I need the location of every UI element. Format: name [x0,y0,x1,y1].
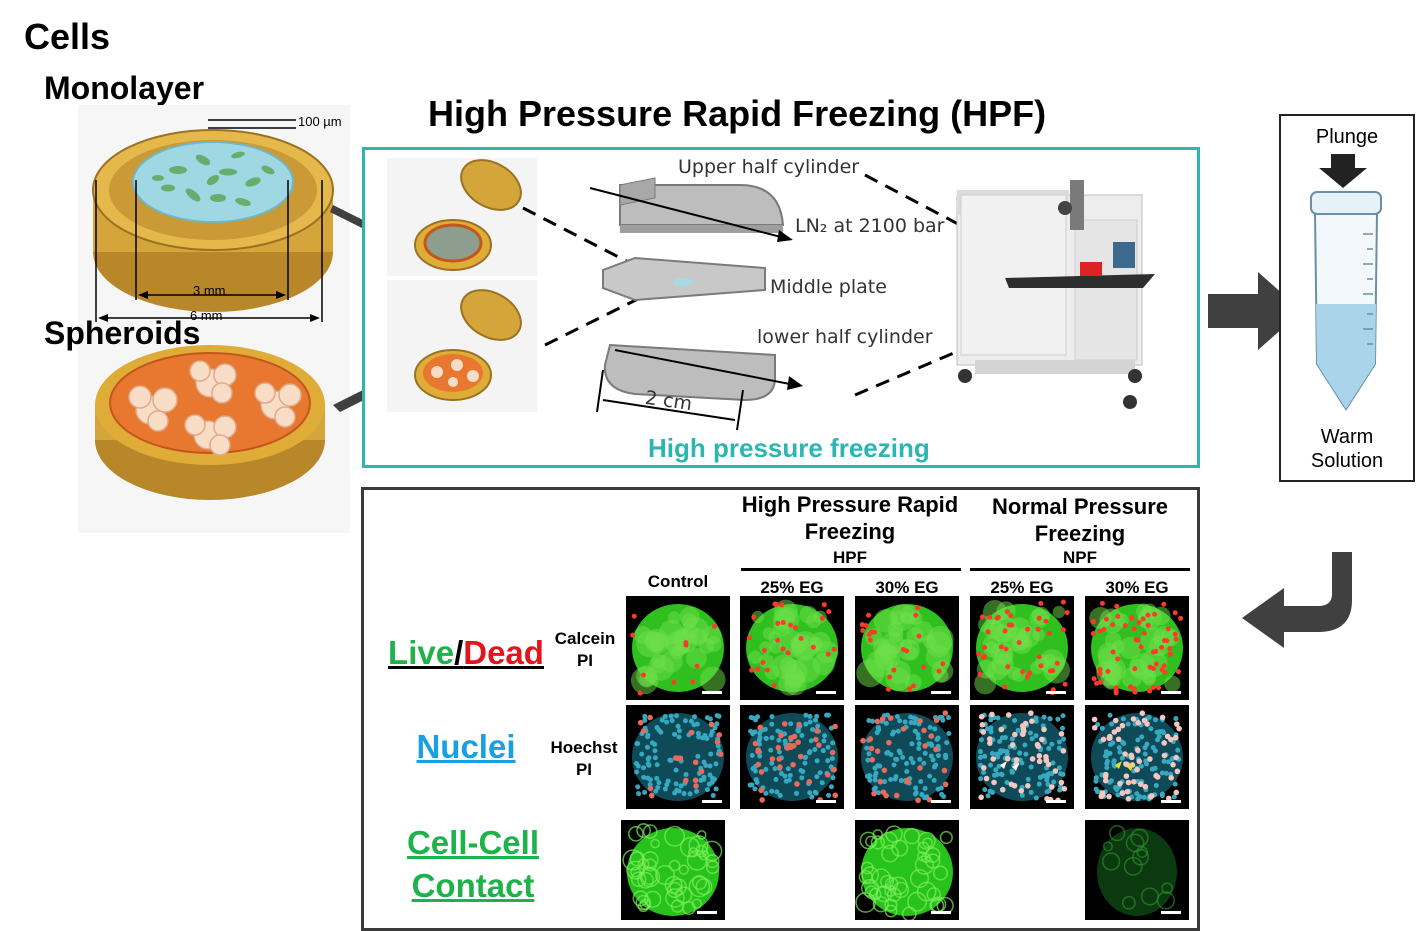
scale-bar [931,911,951,914]
row-label-live-dead: Live/Dead [378,634,554,672]
npf-group-line1: Normal Pressure [991,494,1169,519]
hpf-group-underline [741,568,961,571]
ln2-label: LN₂ at 2100 bar [795,215,945,237]
micrograph-nuclei-hpf-30 [855,705,959,809]
hpf-abbr: HPF [833,548,867,567]
live-label: Live [388,634,455,671]
hpf-group-line2: Freezing [804,519,896,544]
monolayer-dish [92,119,334,322]
micrograph-nuclei-npf-30 [1085,705,1189,809]
col-header-control: Control [647,572,709,591]
upper-cylinder-label: Upper half cylinder [678,156,860,178]
solution-label-line2: Solution [1310,450,1384,472]
micrograph-nuclei-hpf-25 [740,705,844,809]
monolayer-label: Monolayer [44,70,205,106]
stain-pi-2: PI [575,760,593,779]
scale-bar [702,691,722,694]
tube-panel: Plunge Warm Solution [1279,114,1415,482]
scale-bar [702,800,722,803]
scale-bar [1161,911,1181,914]
plunge-label: Plunge [1315,126,1379,148]
micrograph-nuclei-control [626,705,730,809]
dim-thickness-label: 100 µm [298,114,342,129]
scale-bar [1161,691,1181,694]
middle-plate-label: Middle plate [770,276,887,298]
dead-label: Dead [463,634,544,671]
scale-bar [1161,800,1181,803]
stain-calcein: Calcein [554,629,616,648]
return-arrow-icon [1242,552,1352,648]
stain-hoechst: Hoechst [550,738,618,757]
micrograph-live-dead-hpf-30 [855,596,959,700]
npf-group-underline [970,568,1190,571]
micrograph-nuclei-npf-25 [970,705,1074,809]
hpf-group-line1: High Pressure Rapid [741,492,959,517]
row-label-nuclei: Nuclei [416,728,516,765]
scale-bar [1046,691,1066,694]
stain-pi-1: PI [576,651,594,670]
col-header-npf-25: 25% EG [990,578,1054,597]
scale-bar [816,800,836,803]
lower-cylinder-label: lower half cylinder [757,326,933,348]
row-label-contact-line1: Cell-Cell [406,824,540,861]
micrograph-live-dead-control [626,596,730,700]
micrograph-live-dead-npf-25 [970,596,1074,700]
col-header-hpf-25: 25% EG [760,578,824,597]
hpf-title: High Pressure Rapid Freezing (HPF) [428,93,1047,134]
scale-bar [931,800,951,803]
scale-bar [931,691,951,694]
hpf-panel: Upper half cylinder LN₂ at 2100 bar Midd… [362,147,1200,468]
slash-label: / [454,634,464,671]
hpf-caption: High pressure freezing [648,433,930,463]
col-header-npf-30: 30% EG [1105,578,1169,597]
tube-illustration [1310,154,1382,411]
scale-bar [697,911,717,914]
npf-group-line2: Freezing [1034,521,1126,546]
spheroids-label: Spheroids [44,315,201,351]
micrograph-live-dead-hpf-25 [740,596,844,700]
results-panel: High Pressure Rapid Freezing HPF Normal … [361,487,1200,931]
solution-label-line1: Warm [1320,426,1374,448]
row-label-contact-line2: Contact [411,867,535,904]
scale-bar [1046,800,1066,803]
micrograph-contact-npf-30 [1085,820,1189,920]
col-header-hpf-30: 30% EG [875,578,939,597]
cells-heading: Cells [24,16,111,57]
arrow-to-tube-icon [1208,272,1302,350]
spheroid-dish [95,345,325,500]
micrograph-live-dead-npf-30 [1085,596,1189,700]
hpf-illustration [387,158,1155,431]
micrograph-contact-control [621,820,725,920]
dim-inner-label: 3 mm [193,283,226,298]
dim-outer-label: 6 mm [190,308,223,323]
npf-abbr: NPF [1063,548,1097,567]
micrograph-contact-hpf-30 [855,820,959,920]
scale-bar [816,691,836,694]
